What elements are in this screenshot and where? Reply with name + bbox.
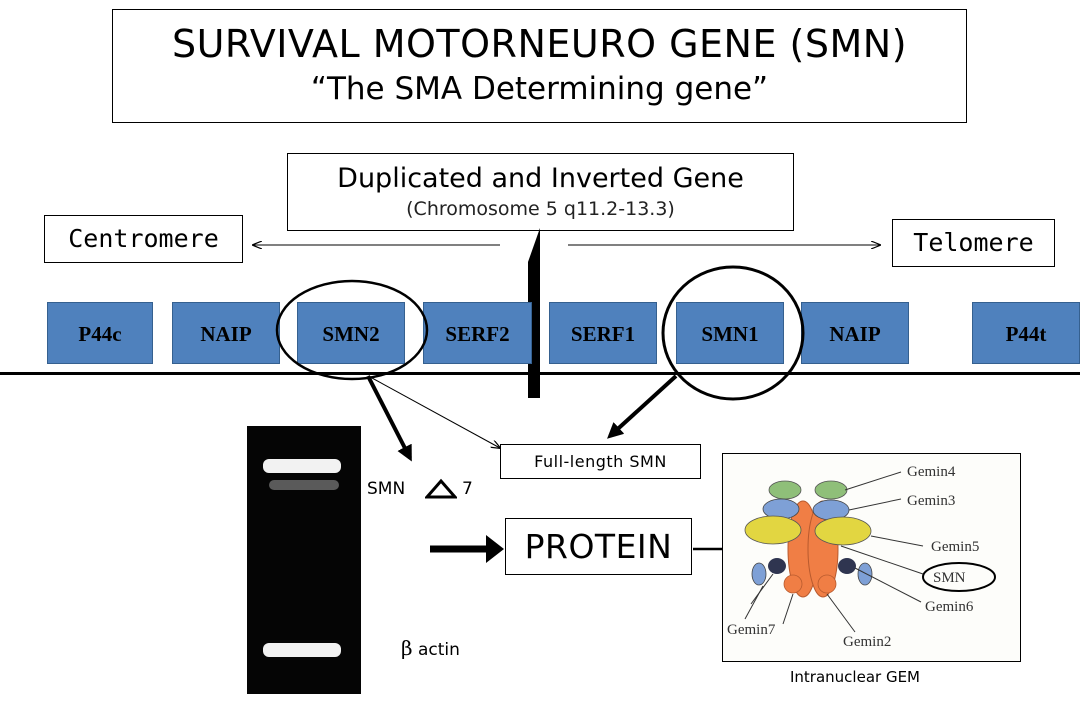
- title-box: SURVIVAL MOTORNEURO GENE (SMN) “The SMA …: [112, 9, 967, 123]
- gene-serf2: SERF2: [423, 302, 532, 364]
- page-title: SURVIVAL MOTORNEURO GENE (SMN): [171, 22, 908, 66]
- centromere-label: Centromere: [44, 215, 243, 263]
- protein-box: PROTEIN: [505, 518, 692, 575]
- gem-label-gemin3: Gemin3: [907, 493, 955, 509]
- gene-smn2: SMN2: [297, 302, 405, 364]
- smn2-to-delta7-arrow: [366, 375, 412, 462]
- gem-label-gemin4: Gemin4: [907, 464, 956, 480]
- page-subtitle: “The SMA Determining gene”: [310, 71, 769, 107]
- smn1-highlight-circle: [661, 265, 805, 401]
- telomere-label: Telomere: [892, 219, 1055, 267]
- gel-image: [247, 426, 361, 694]
- to-protein-arrowhead: [486, 535, 504, 563]
- full-length-smn-box: Full-length SMN: [500, 444, 701, 479]
- chromosome-baseline: [0, 372, 1080, 375]
- gene-serf1: SERF1: [549, 302, 657, 364]
- gel-band-lower: [263, 643, 341, 657]
- chromosome-location: (Chromosome 5 q11.2-13.3): [406, 198, 675, 220]
- gem-label-gemin6: Gemin6: [925, 599, 974, 615]
- gem-label-gemin5: Gemin5: [931, 539, 979, 555]
- gene-smn1: SMN1: [676, 302, 784, 364]
- smn2-to-full-length-arrow: [371, 377, 500, 448]
- smn2-highlight-circle: [275, 279, 429, 381]
- gem-complex-drawing: Gemin4 Gemin3 Gemin5 SMN Gemin6 Gemin7 G…: [727, 464, 996, 650]
- gene-p44c: P44c: [47, 302, 153, 364]
- gene-p44t: P44t: [972, 302, 1080, 364]
- duplicated-gene-box: Duplicated and Inverted Gene (Chromosome…: [287, 153, 794, 231]
- smn-delta7-prefix: SMN: [367, 479, 406, 499]
- smn1-to-full-length-arrow: [607, 374, 678, 439]
- gel-band-faint: [269, 480, 339, 490]
- duplicated-gene-title: Duplicated and Inverted Gene: [337, 163, 744, 194]
- delta-icon: [425, 478, 457, 499]
- gem-label-smn: SMN: [933, 570, 966, 586]
- gene-naip-centromeric: NAIP: [172, 302, 280, 364]
- gene-naip-telomeric: NAIP: [801, 302, 909, 364]
- gem-label-gemin7: Gemin7: [727, 622, 776, 638]
- gem-label-gemin2: Gemin2: [843, 634, 891, 650]
- gem-caption: Intranuclear GEM: [790, 668, 920, 686]
- beta-actin-label: β actin: [401, 636, 460, 660]
- beta-symbol: β: [401, 636, 413, 660]
- actin-text: actin: [417, 640, 460, 660]
- smn-delta7-label: SMN: [367, 479, 405, 499]
- gem-illustration: Gemin4 Gemin3 Gemin5 SMN Gemin6 Gemin7 G…: [722, 453, 1021, 662]
- gel-band-upper: [263, 459, 341, 473]
- smn-delta7-suffix: 7: [462, 479, 473, 499]
